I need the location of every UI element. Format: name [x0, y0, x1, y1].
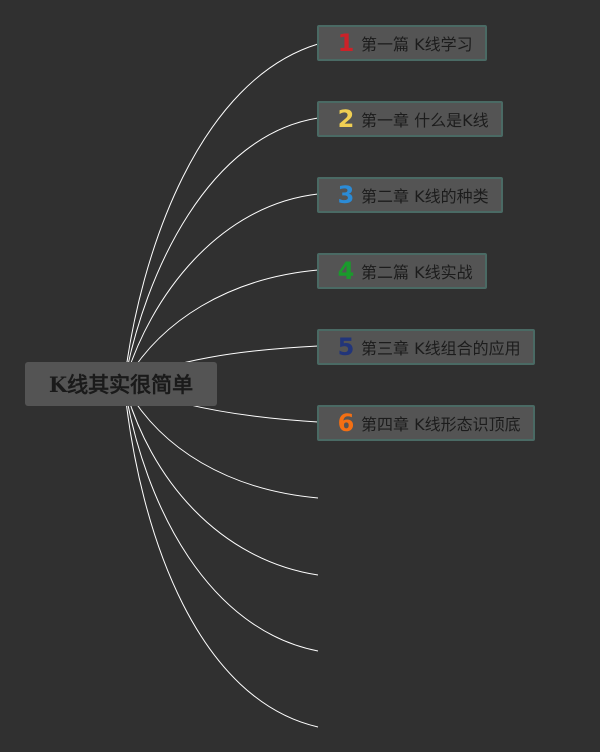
number-badge-4-icon: 4: [337, 257, 355, 285]
child-node-3[interactable]: 3 第二章 K线的种类: [317, 177, 503, 213]
root-node[interactable]: K线其实很简单: [25, 362, 217, 406]
child-node-1[interactable]: 1 第一篇 K线学习: [317, 25, 487, 61]
number-badge-6-icon: 6: [337, 409, 355, 437]
number-badge-2-icon: 2: [337, 105, 355, 133]
number-badge-5-icon: 5: [337, 333, 355, 361]
child-label-5: 第三章 K线组合的应用: [361, 339, 521, 358]
child-node-6[interactable]: 6 第四章 K线形态识顶底: [317, 405, 535, 441]
connector-10: [123, 383, 319, 728]
child-node-4[interactable]: 4 第二篇 K线实战: [317, 253, 487, 289]
child-label-2: 第一章 什么是K线: [361, 111, 489, 130]
connector-7: [123, 383, 319, 499]
connector-4: [123, 269, 319, 385]
child-label-1: 第一篇 K线学习: [361, 35, 473, 54]
number-badge-1-icon: 1: [337, 29, 355, 57]
connector-3: [123, 193, 319, 385]
child-label-6: 第四章 K线形态识顶底: [361, 415, 521, 434]
connector-8: [123, 383, 319, 576]
child-label-4: 第二篇 K线实战: [361, 263, 473, 282]
connector-9: [123, 383, 319, 652]
number-badge-3-icon: 3: [337, 181, 355, 209]
child-node-2[interactable]: 2 第一章 什么是K线: [317, 101, 503, 137]
connector-1: [123, 43, 319, 385]
child-node-5[interactable]: 5 第三章 K线组合的应用: [317, 329, 535, 365]
connector-2: [123, 117, 319, 385]
root-label: K线其实很简单: [48, 372, 194, 397]
child-label-3: 第二章 K线的种类: [361, 187, 489, 206]
